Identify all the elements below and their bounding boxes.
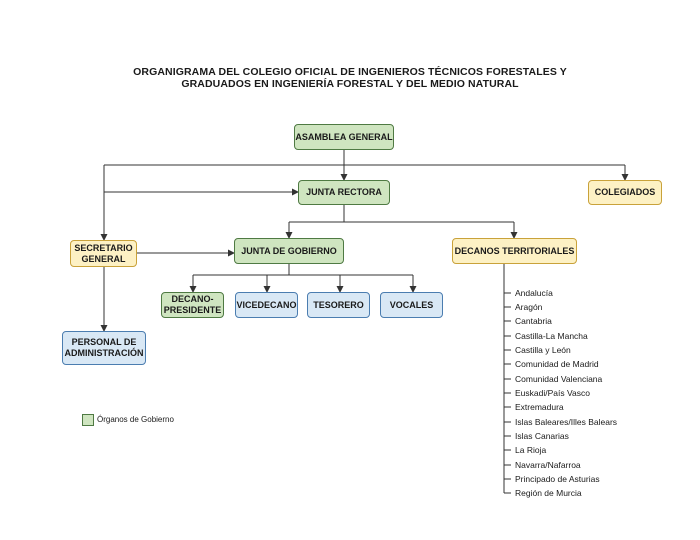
node-vicedecano: VICEDECANO bbox=[235, 292, 298, 318]
legend-swatch-gobierno bbox=[82, 414, 94, 426]
node-decano-presidente: DECANO-PRESIDENTE bbox=[161, 292, 224, 318]
region-item: Extremadura bbox=[515, 402, 564, 412]
node-vocales: VOCALES bbox=[380, 292, 443, 318]
node-junta-rectora: JUNTA RECTORA bbox=[298, 180, 390, 205]
region-item: La Rioja bbox=[515, 445, 547, 455]
region-item: Principado de Asturias bbox=[515, 474, 600, 484]
node-asamblea-general: ASAMBLEA GENERAL bbox=[294, 124, 394, 150]
legend-label: Órganos de Gobierno bbox=[97, 415, 174, 424]
node-junta-de-gobierno: JUNTA DE GOBIERNO bbox=[234, 238, 344, 264]
region-item: Comunidad Valenciana bbox=[515, 374, 603, 384]
chart-title-line-1: ORGANIGRAMA DEL COLEGIO OFICIAL DE INGEN… bbox=[133, 66, 567, 78]
region-item: Andalucía bbox=[515, 288, 553, 298]
node-decanos-territoriales: DECANOS TERRITORIALES bbox=[452, 238, 577, 264]
region-item: Euskadi/País Vasco bbox=[515, 388, 590, 398]
node-colegiados: COLEGIADOS bbox=[588, 180, 662, 205]
region-item: Islas Baleares/Illes Balears bbox=[515, 417, 618, 427]
region-item: Navarra/Nafarroa bbox=[515, 460, 581, 470]
region-item: Castilla y León bbox=[515, 345, 571, 355]
node-secretario-general: SECRETARIO GENERAL bbox=[70, 240, 137, 267]
node-personal-administracion: PERSONAL DE ADMINISTRACIÓN bbox=[62, 331, 146, 365]
region-item: Aragón bbox=[515, 302, 543, 312]
region-item: Islas Canarias bbox=[515, 431, 569, 441]
region-item: Región de Murcia bbox=[515, 488, 582, 498]
region-item: Comunidad de Madrid bbox=[515, 359, 599, 369]
chart-title-line-2: GRADUADOS EN INGENIERÍA FORESTAL Y DEL M… bbox=[181, 78, 519, 90]
region-item: Castilla-La Mancha bbox=[515, 331, 588, 341]
node-tesorero: TESORERO bbox=[307, 292, 370, 318]
region-item: Cantabria bbox=[515, 316, 552, 326]
